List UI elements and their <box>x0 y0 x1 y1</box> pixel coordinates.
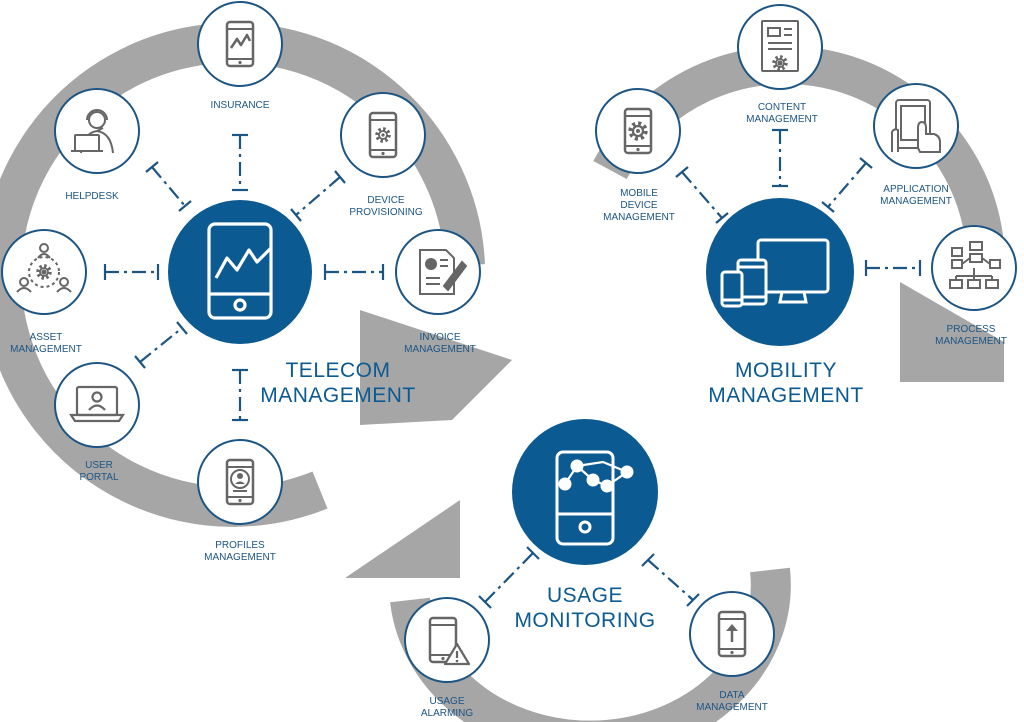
phone-network-icon <box>555 450 634 546</box>
invoice-pen-icon <box>419 249 468 295</box>
hub-mobility <box>706 198 854 346</box>
support-agent-icon <box>71 109 114 154</box>
node-content-management <box>737 4 823 90</box>
flowchart-icon <box>949 241 1001 289</box>
label-invoice-management: INVOICE MANAGEMENT <box>404 332 476 355</box>
phone-upload-icon <box>717 610 747 658</box>
phone-profile-icon <box>225 458 255 506</box>
hub-title-mobility: MOBILITY MANAGEMENT <box>708 359 864 407</box>
laptop-user-icon <box>68 385 126 423</box>
label-asset-management: ASSET MANAGEMENT <box>10 332 82 355</box>
hub-title-usage: USAGE MONITORING <box>514 584 656 632</box>
node-profiles-management <box>197 439 283 525</box>
node-data-management <box>689 591 775 677</box>
hub-usage <box>512 419 658 565</box>
node-invoice-management <box>395 229 481 315</box>
node-application-management <box>873 83 959 169</box>
node-device-provisioning <box>340 92 426 178</box>
devices-icon <box>720 238 830 308</box>
node-mobile-device-management <box>595 88 681 174</box>
label-profiles-management: PROFILES MANAGEMENT <box>204 540 276 563</box>
node-insurance <box>197 1 283 87</box>
label-user-portal: USER PORTAL <box>79 460 119 483</box>
tablet-hand-icon <box>891 99 941 153</box>
document-gear-icon <box>761 20 799 72</box>
label-helpdesk: HELPDESK <box>65 191 119 202</box>
node-asset-management <box>1 229 87 315</box>
tablet-chart-icon <box>207 222 273 320</box>
connectors <box>103 128 922 609</box>
node-usage-alarming <box>404 597 490 683</box>
label-insurance: INSURANCE <box>210 100 270 111</box>
phone-warning-icon <box>428 616 471 666</box>
hub-telecom <box>168 200 312 344</box>
node-helpdesk <box>54 88 140 174</box>
label-process-management: PROCESS MANAGEMENT <box>935 324 1007 347</box>
node-user-portal <box>54 362 140 448</box>
label-data-management: DATA MANAGEMENT <box>696 690 768 713</box>
phone-crack-icon <box>225 20 255 68</box>
hub-title-telecom: TELECOM MANAGEMENT <box>260 359 416 407</box>
label-usage-alarming: USAGE ALARMING <box>420 696 474 719</box>
label-mobile-device-management: MOBILE DEVICE MANAGEMENT <box>603 188 675 223</box>
label-application-management: APPLICATION MANAGEMENT <box>880 184 952 207</box>
people-gear-icon <box>16 243 72 293</box>
label-device-provisioning: DEVICE PROVISIONING <box>349 195 423 218</box>
label-content-management: CONTENT MANAGEMENT <box>746 102 818 125</box>
node-process-management <box>931 225 1017 311</box>
